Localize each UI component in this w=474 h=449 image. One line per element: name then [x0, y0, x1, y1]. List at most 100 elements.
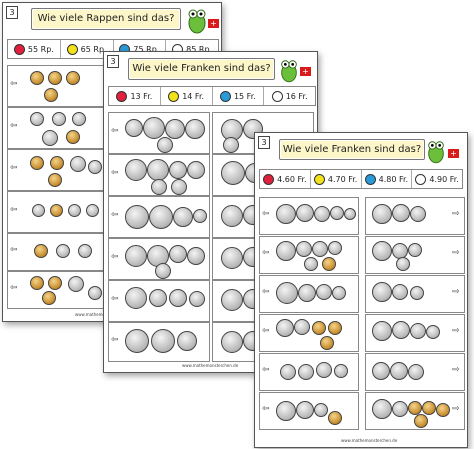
- coin: [171, 179, 187, 195]
- coin: [276, 319, 294, 337]
- coin: [66, 130, 80, 144]
- coin: [372, 241, 392, 261]
- coin-row: ⇦: [108, 238, 210, 280]
- coin: [42, 130, 58, 146]
- arrow-left-icon: ⇦: [10, 205, 18, 215]
- coin: [125, 245, 147, 267]
- color-dot-icon: [219, 90, 231, 102]
- coin: [30, 276, 44, 290]
- coin: [48, 276, 62, 290]
- coin: [320, 336, 334, 350]
- coin: [344, 208, 356, 220]
- coin: [173, 207, 193, 227]
- arrow-right-icon: ⇨: [452, 248, 460, 258]
- coin: [316, 362, 332, 378]
- answer-option[interactable]: 65 Rp.: [61, 40, 114, 58]
- monster-mascot-icon: [188, 9, 206, 34]
- coin: [30, 156, 44, 170]
- color-dot-icon: [263, 173, 275, 185]
- coin-row: ⇦: [7, 191, 105, 233]
- arrow-left-icon: ⇦: [111, 335, 119, 345]
- coin: [396, 257, 410, 271]
- coin: [68, 204, 81, 217]
- coin: [422, 401, 436, 415]
- answer-option[interactable]: 16 Fr.: [264, 87, 315, 105]
- worksheet-title: Wie viele Franken sind das?: [128, 58, 275, 80]
- answer-option[interactable]: 14 Fr.: [161, 87, 213, 105]
- page-number: 3: [107, 55, 119, 68]
- arrow-left-icon: ⇦: [262, 404, 270, 414]
- coin: [185, 119, 205, 139]
- coin: [408, 243, 422, 257]
- monster-mascot-icon: [428, 141, 444, 164]
- arrow-right-icon: ⇨: [452, 326, 460, 336]
- arrow-right-icon: ⇨: [452, 209, 460, 219]
- coin: [125, 119, 143, 137]
- worksheet-franken-decimal: 3 Wie viele Franken sind das? + 4.60 Fr.…: [254, 132, 468, 448]
- answer-option[interactable]: 4.80 Fr.: [362, 170, 413, 188]
- arrow-left-icon: ⇦: [262, 209, 270, 219]
- coin: [223, 137, 239, 153]
- coin: [304, 257, 318, 271]
- coin: [72, 112, 86, 126]
- coin: [314, 403, 328, 417]
- coin: [193, 209, 207, 223]
- coin: [426, 325, 440, 339]
- coin: [125, 159, 147, 181]
- monster-mascot-icon: [281, 60, 297, 83]
- color-dot-icon: [168, 90, 180, 102]
- coin-row: ⇦: [108, 196, 210, 238]
- coin: [149, 289, 167, 307]
- coin-row: ⇨: [365, 392, 465, 430]
- coin: [372, 282, 392, 302]
- coin: [221, 331, 243, 353]
- arrow-left-icon: ⇦: [10, 245, 18, 255]
- coin: [50, 156, 64, 170]
- coin: [221, 205, 243, 227]
- coin-row: ⇦: [7, 65, 105, 107]
- coin: [157, 137, 173, 153]
- coin: [328, 321, 342, 335]
- coin: [296, 401, 314, 419]
- coin-row: ⇦: [108, 322, 210, 362]
- coin: [155, 263, 171, 279]
- coin: [221, 247, 243, 269]
- answer-option[interactable]: 4.70 Fr.: [311, 170, 362, 188]
- page-number: 3: [258, 136, 270, 149]
- color-dot-icon: [415, 173, 427, 185]
- answer-option[interactable]: 4.60 Fr.: [260, 170, 311, 188]
- coin: [52, 112, 66, 126]
- color-dot-icon: [271, 90, 283, 102]
- coin: [151, 329, 175, 353]
- arrow-left-icon: ⇦: [10, 121, 18, 131]
- answer-option[interactable]: 4.90 Fr.: [412, 170, 462, 188]
- swiss-flag-icon: +: [208, 19, 219, 28]
- coin-row: ⇨: [365, 275, 465, 313]
- coin: [32, 204, 45, 217]
- coin: [48, 173, 62, 187]
- coin: [372, 362, 390, 380]
- coin: [298, 284, 316, 302]
- arrow-left-icon: ⇦: [111, 210, 119, 220]
- answer-choices: 4.60 Fr. 4.70 Fr. 4.80 Fr. 4.90 Fr.: [259, 169, 463, 189]
- coin-row: ⇦: [259, 275, 359, 313]
- coin: [392, 204, 410, 222]
- footer-url: www.mathemonsterchen.de: [341, 438, 398, 443]
- answer-option[interactable]: 15 Fr.: [213, 87, 265, 105]
- coin: [70, 156, 86, 172]
- arrow-left-icon: ⇦: [262, 326, 270, 336]
- arrow-left-icon: ⇦: [111, 252, 119, 262]
- coin-row: ⇦: [259, 236, 359, 274]
- coin-row: ⇨: [365, 314, 465, 352]
- coin: [187, 247, 205, 265]
- coin: [221, 289, 243, 311]
- coin: [149, 205, 173, 229]
- coin: [30, 71, 44, 85]
- coin: [68, 276, 84, 292]
- coin: [294, 319, 310, 335]
- answer-option[interactable]: 55 Rp.: [8, 40, 61, 58]
- worksheet-title: Wie viele Rappen sind das?: [31, 8, 181, 30]
- color-dot-icon: [364, 173, 376, 185]
- coin: [125, 287, 147, 309]
- answer-option[interactable]: 13 Fr.: [109, 87, 161, 105]
